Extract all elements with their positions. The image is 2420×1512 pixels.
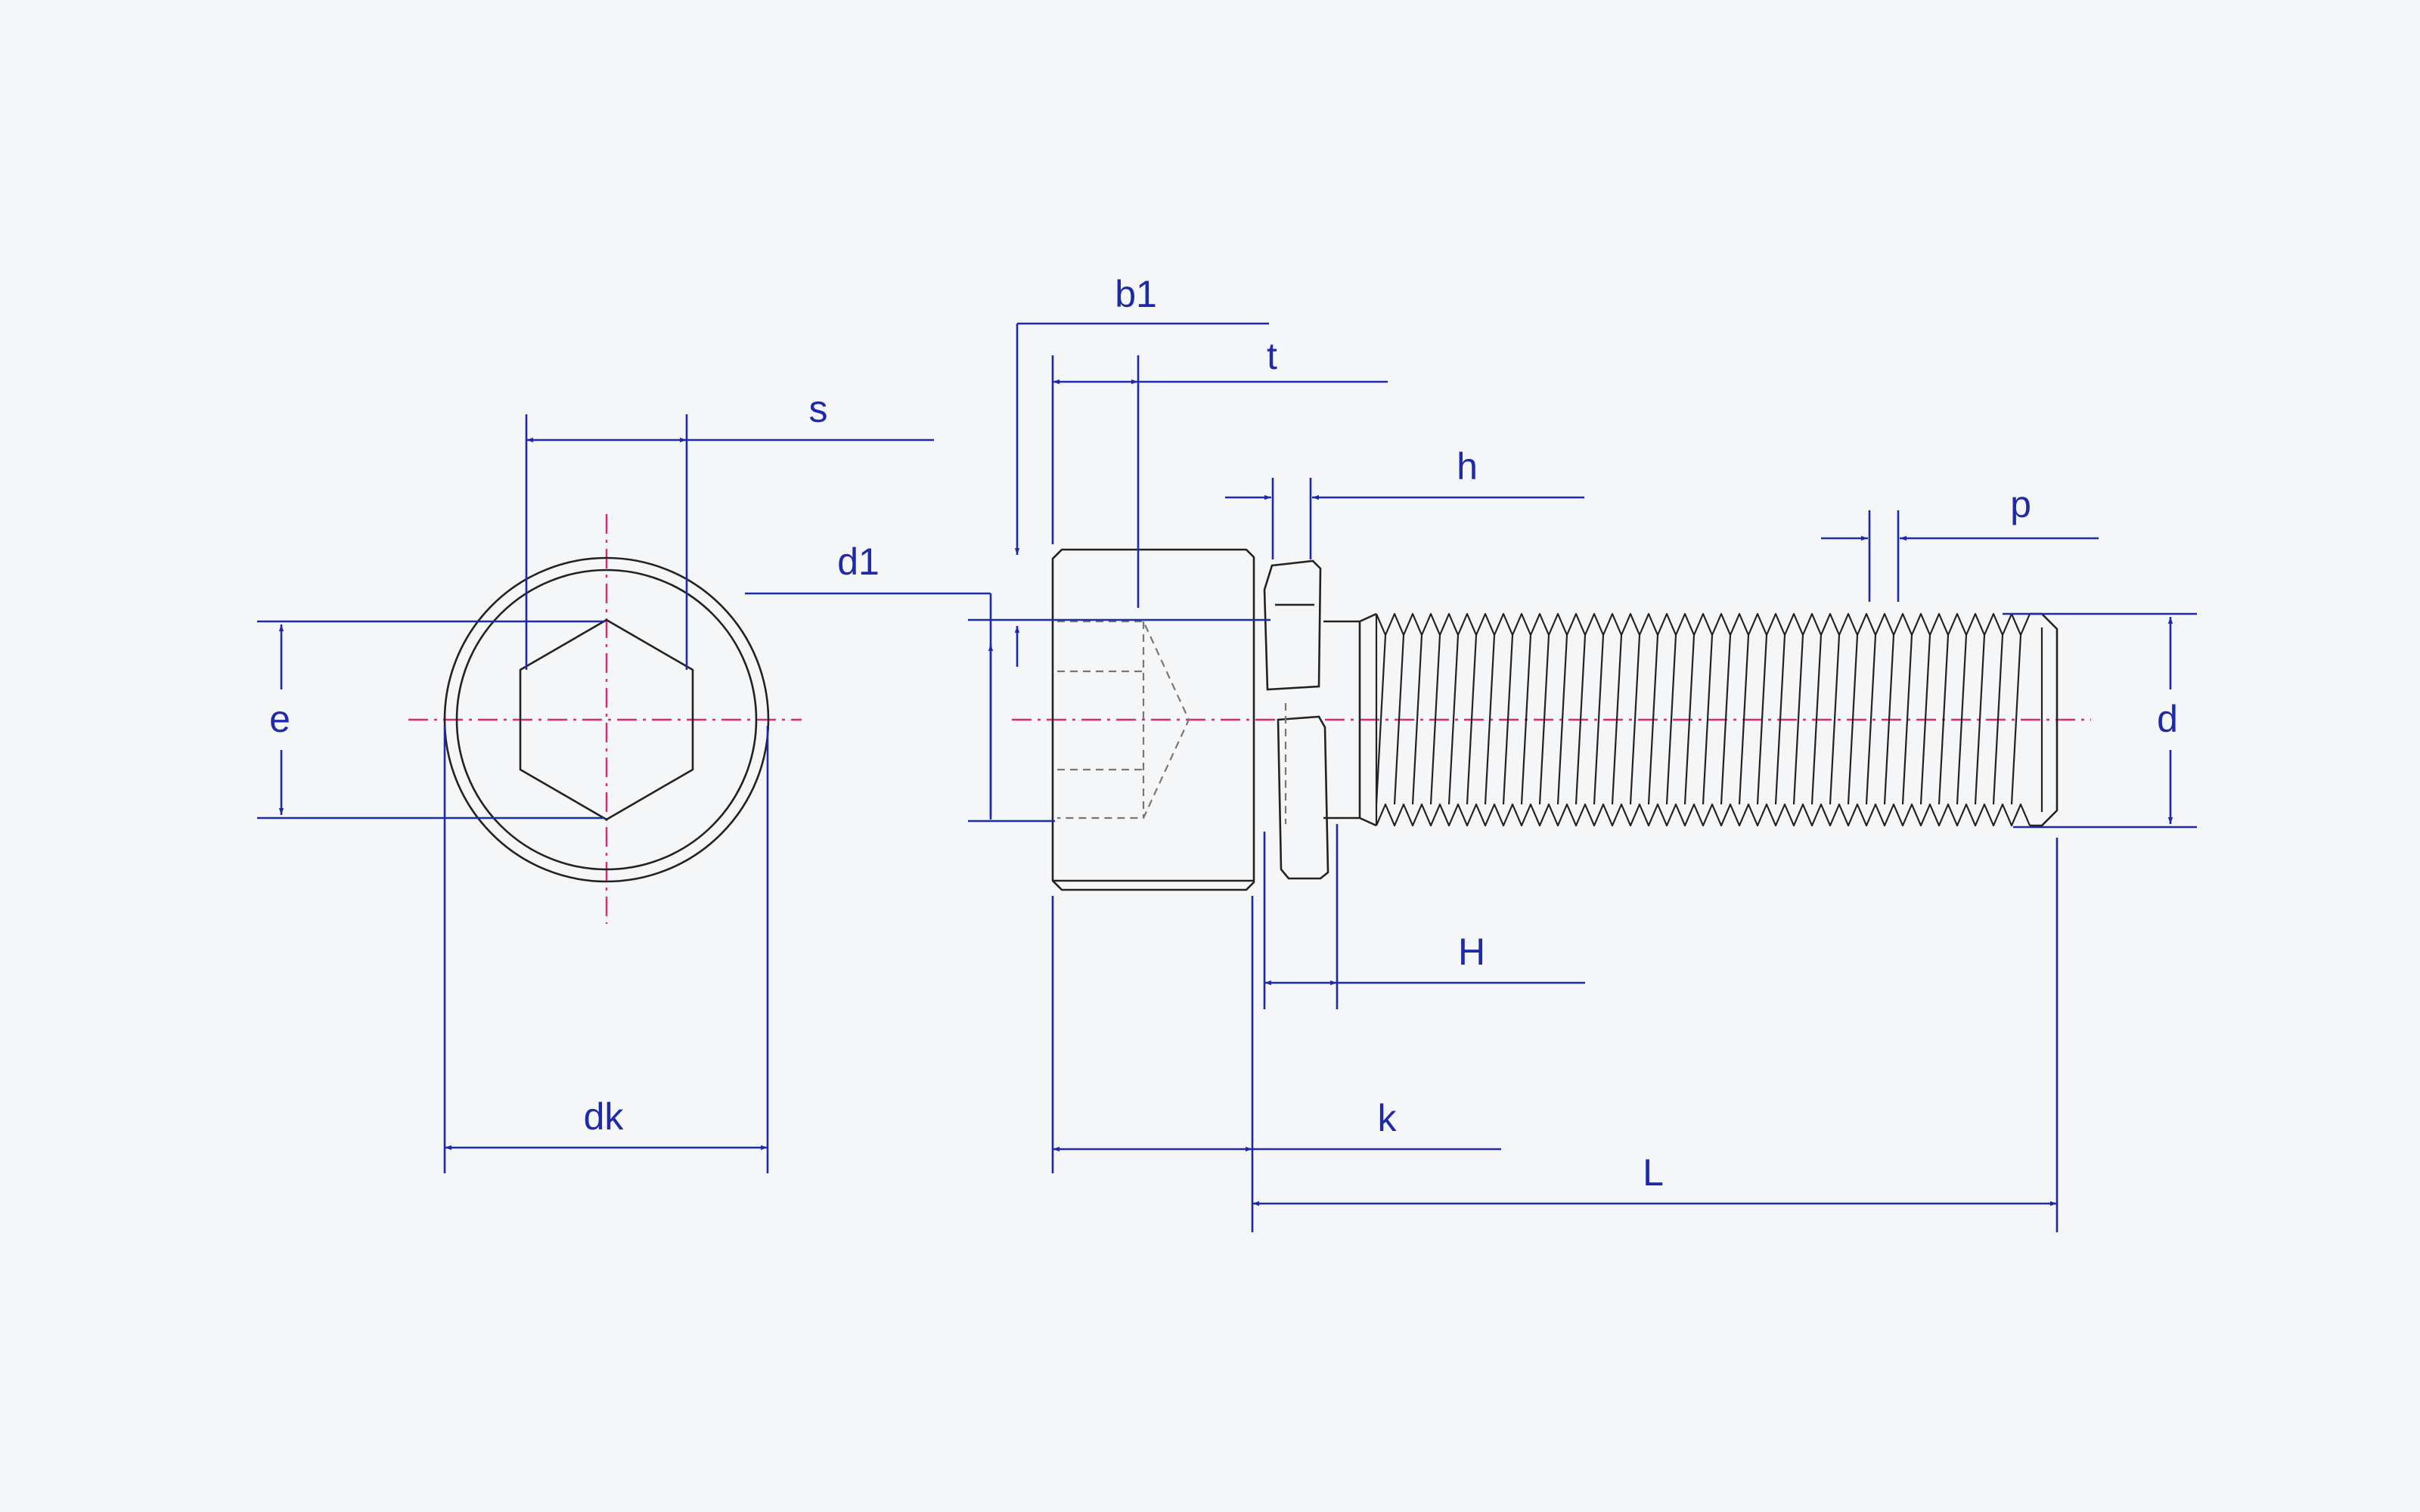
label-L: L (1643, 1151, 1664, 1194)
label-p: p (2010, 483, 2031, 525)
head-outer-circle (443, 556, 770, 883)
hidden-socket (1057, 620, 1190, 820)
end-view: s e dk (257, 388, 934, 1173)
head-inner-circle (455, 569, 758, 871)
label-d: d (2157, 698, 2178, 740)
label-k: k (1378, 1097, 1398, 1139)
hex-socket (519, 618, 694, 821)
lock-washer (1263, 559, 1329, 880)
label-h: h (1457, 445, 1478, 488)
side-view: b1 t d1 h p d (745, 273, 2197, 1232)
thread-crests-bottom (1375, 803, 2031, 827)
label-s: s (809, 388, 828, 430)
washer-top-half (1263, 559, 1322, 691)
thread-flank-lines (1375, 634, 2022, 805)
label-d1: d1 (837, 541, 880, 583)
label-dk: dk (584, 1095, 625, 1138)
bolt-head (1051, 548, 1255, 891)
label-e: e (269, 698, 290, 740)
shank-neck (1323, 612, 1377, 827)
label-t: t (1267, 335, 1277, 377)
label-H: H (1458, 931, 1485, 973)
washer-bottom-half (1277, 715, 1329, 880)
label-b1: b1 (1115, 273, 1157, 315)
thread-crests-top (1375, 612, 2031, 637)
threaded-shank (1375, 612, 2031, 827)
